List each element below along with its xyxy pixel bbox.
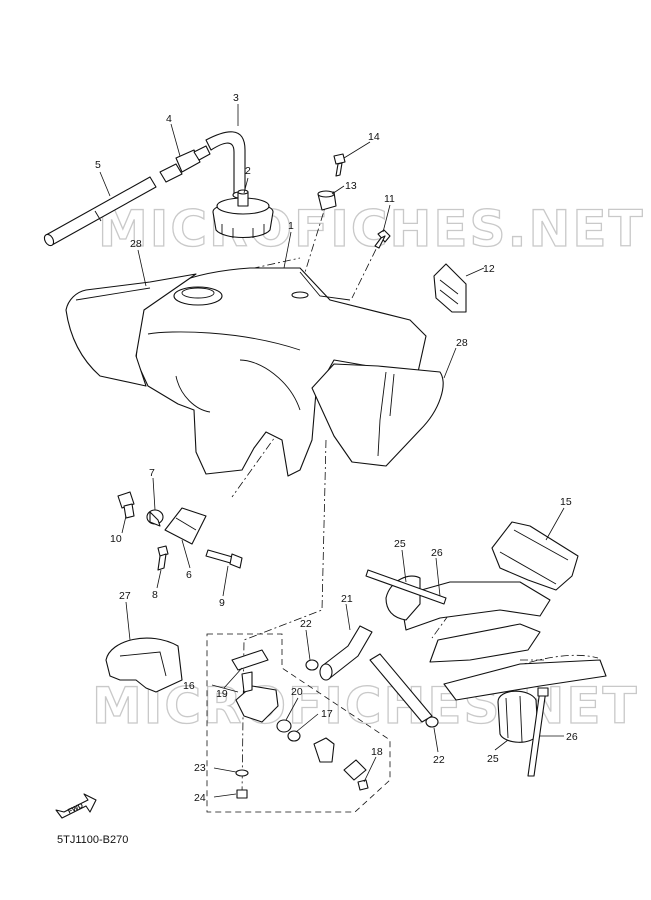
callout-24: 24 (194, 792, 206, 804)
clip-part-22-b (425, 716, 439, 728)
bracket-part-6 (164, 507, 207, 545)
bolt-part-11 (374, 229, 391, 249)
diagram-code: 5TJ1100-B270 (57, 834, 129, 846)
callout-26-upper: 26 (431, 547, 443, 559)
callout-15: 15 (560, 496, 572, 508)
cable-tie-part-26-lower (527, 687, 549, 777)
frame-tubes (399, 581, 607, 701)
callout-9: 9 (219, 597, 225, 609)
callout-20: 20 (291, 686, 303, 698)
callout-10: 10 (110, 533, 122, 545)
hose-joint-part-4 (159, 145, 211, 183)
damper-part-7 (146, 509, 164, 527)
callout-18: 18 (371, 746, 383, 758)
callout-16: 16 (183, 680, 195, 692)
bolt-part-24 (236, 789, 248, 799)
collar-part-13 (317, 190, 337, 211)
callout-26-lower: 26 (566, 731, 578, 743)
callout-8: 8 (152, 589, 158, 601)
cable-tie-part-26-upper (365, 569, 447, 605)
fuel-tank-part-1 (135, 267, 427, 477)
frame-bracket-part-15 (491, 521, 579, 591)
callout-27: 27 (119, 590, 131, 602)
petcock-lever-part-19 (231, 649, 269, 671)
fuel-hose-part-5 (43, 176, 157, 247)
callout-23: 23 (194, 762, 206, 774)
fuel-hose-part-21 (319, 625, 373, 681)
petcock-assembly-box (206, 633, 391, 813)
bolt-part-9 (205, 549, 243, 569)
callout-6: 6 (186, 569, 192, 581)
o-ring-part-17 (287, 730, 301, 742)
watermark-top: MICROFICHES.NET (98, 200, 645, 258)
callout-22-lower: 22 (433, 754, 445, 766)
callout-19: 19 (216, 688, 228, 700)
callout-28-right: 28 (456, 337, 468, 349)
callout-4: 4 (166, 113, 172, 125)
tank-cap-part-2 (212, 189, 274, 239)
bolt-part-8 (157, 545, 169, 571)
screw-part-18 (357, 779, 369, 791)
tank-shroud-part-28-right (311, 363, 444, 467)
seal-part-20 (276, 719, 292, 733)
watermark-bottom: MICROFICHES.NET (92, 677, 639, 735)
plate (343, 759, 367, 781)
callout-25-upper: 25 (394, 538, 406, 550)
tank-shroud-part-28-left (65, 273, 197, 387)
fwd-arrow-icon: FWD (55, 793, 97, 819)
hose-clamp-part-25-lower (497, 690, 539, 743)
callout-1: 1 (288, 220, 294, 232)
callout-28-left: 28 (130, 238, 142, 250)
callout-3: 3 (233, 92, 239, 104)
strainer (313, 737, 335, 763)
breather-hose-part-3 (205, 131, 246, 199)
callout-25-lower: 25 (487, 753, 499, 765)
fwd-label: FWD (67, 802, 84, 815)
callout-13: 13 (345, 180, 357, 192)
washer-part-23 (235, 769, 249, 777)
bolt-part-14 (333, 153, 346, 177)
cover-part-27 (105, 637, 183, 693)
bracket-part-12 (433, 263, 467, 313)
callout-5: 5 (95, 159, 101, 171)
callout-14: 14 (368, 131, 380, 143)
callout-17: 17 (321, 708, 333, 720)
callout-11: 11 (384, 193, 395, 205)
fuel-cock-part-16 (235, 671, 279, 723)
leader-lines (99, 104, 565, 798)
callout-7: 7 (149, 467, 155, 479)
fuel-hose-long (369, 653, 433, 723)
callout-21: 21 (341, 593, 353, 605)
callout-labels: 3 4 5 2 1 14 13 11 12 28 28 7 10 6 8 9 1… (95, 92, 578, 804)
clip-part-22-a (305, 659, 319, 671)
bolt-part-10 (117, 491, 135, 519)
callout-2: 2 (245, 165, 251, 177)
callout-22-upper: 22 (300, 618, 312, 630)
callout-12: 12 (483, 263, 495, 275)
